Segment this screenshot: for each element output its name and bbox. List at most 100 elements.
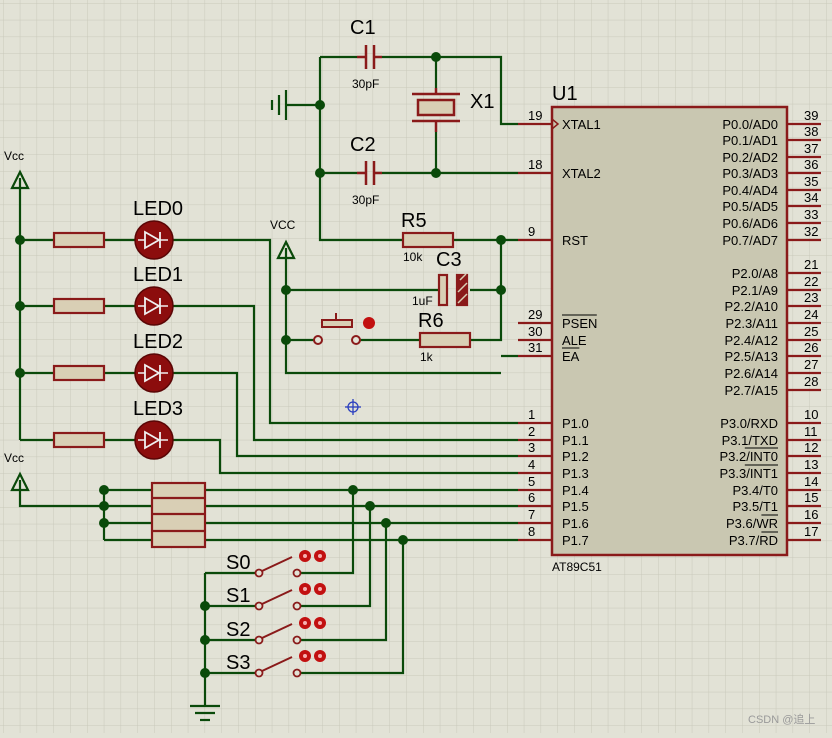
capacitor-c1[interactable]	[357, 45, 382, 69]
pin-left-4[interactable]: 4P1.3	[518, 457, 589, 481]
led-0[interactable]	[134, 220, 174, 260]
resistor-r6[interactable]	[418, 331, 472, 349]
pin-number: 22	[804, 274, 818, 289]
label-s2: S2	[226, 619, 250, 641]
leds[interactable]	[134, 220, 174, 460]
pin-number: 10	[804, 407, 818, 422]
crystal-x1[interactable]	[412, 88, 460, 132]
led-1[interactable]	[134, 286, 174, 326]
pin-name: P2.0/A8	[732, 266, 778, 281]
vcc-arrow-mid	[276, 239, 296, 260]
pin-name: P3.0/RXD	[720, 416, 778, 431]
pin-name: P0.6/AD6	[722, 216, 778, 231]
wire-s2	[297, 523, 388, 642]
reset-button[interactable]	[313, 313, 375, 345]
pin-name: P3.1/TXD	[722, 433, 778, 448]
led-2[interactable]	[134, 353, 174, 393]
pin-left-2[interactable]: 2P1.1	[518, 424, 589, 448]
led-3[interactable]	[134, 420, 174, 460]
capacitor-c3[interactable]	[437, 273, 469, 307]
pin-number: 36	[804, 157, 818, 172]
pin-name: P1.2	[562, 449, 589, 464]
pin-name: P1.7	[562, 533, 589, 548]
label-r6-value: 1k	[420, 350, 434, 364]
pin-number: 24	[804, 307, 818, 322]
pin-number: 21	[804, 257, 818, 272]
pin-number: 29	[528, 307, 542, 322]
pin-name: P2.3/A11	[725, 316, 778, 331]
pin-name: P2.1/A9	[732, 283, 778, 298]
switch-s2[interactable]	[254, 617, 327, 645]
pin-number: 5	[528, 474, 535, 489]
pin-left-7[interactable]: 7P1.6	[518, 507, 589, 531]
pin-left-6[interactable]: 6P1.5	[518, 490, 589, 514]
pin-left-1[interactable]: 1P1.0	[518, 407, 589, 431]
pin-number: 17	[804, 524, 818, 539]
pin-number: 23	[804, 290, 818, 305]
pin-number: 26	[804, 340, 818, 355]
pin-left-3[interactable]: 3P1.2	[518, 440, 589, 464]
pin-left-8[interactable]: 8P1.7	[518, 524, 589, 548]
pin-number: 19	[528, 108, 542, 123]
switch-s1[interactable]	[254, 583, 327, 611]
pin-name: P3.5/T1	[732, 499, 778, 514]
pin-name: P1.3	[562, 466, 589, 481]
wire-xtal1	[382, 55, 518, 126]
pin-number: 8	[528, 524, 535, 539]
wire-s1	[297, 506, 372, 608]
pin-number: 39	[804, 108, 818, 123]
label-c1: C1	[350, 17, 376, 39]
label-u1: U1	[552, 83, 578, 105]
label-s3: S3	[226, 652, 250, 674]
pin-number: 18	[528, 157, 542, 172]
pin-number: 37	[804, 141, 818, 156]
wire-rn-left	[104, 488, 152, 542]
chip-u1[interactable]	[550, 105, 789, 557]
pin-name: P1.4	[562, 483, 589, 498]
pin-number: 30	[528, 324, 542, 339]
capacitor-c2[interactable]	[357, 161, 382, 185]
led-resistors[interactable]	[52, 231, 106, 449]
switches[interactable]	[254, 550, 327, 678]
pin-left-5[interactable]: 5P1.4	[518, 474, 589, 498]
wire-sw-left	[205, 571, 256, 675]
pin-number: 13	[804, 457, 818, 472]
wire-p12	[173, 371, 518, 458]
switch-s3[interactable]	[254, 650, 327, 678]
pin-number: 11	[804, 424, 818, 439]
ground-symbol-bottom	[190, 704, 220, 722]
resistor-network[interactable]	[150, 481, 207, 549]
resistor-r5[interactable]	[401, 231, 455, 249]
switch-s0[interactable]	[254, 550, 327, 578]
